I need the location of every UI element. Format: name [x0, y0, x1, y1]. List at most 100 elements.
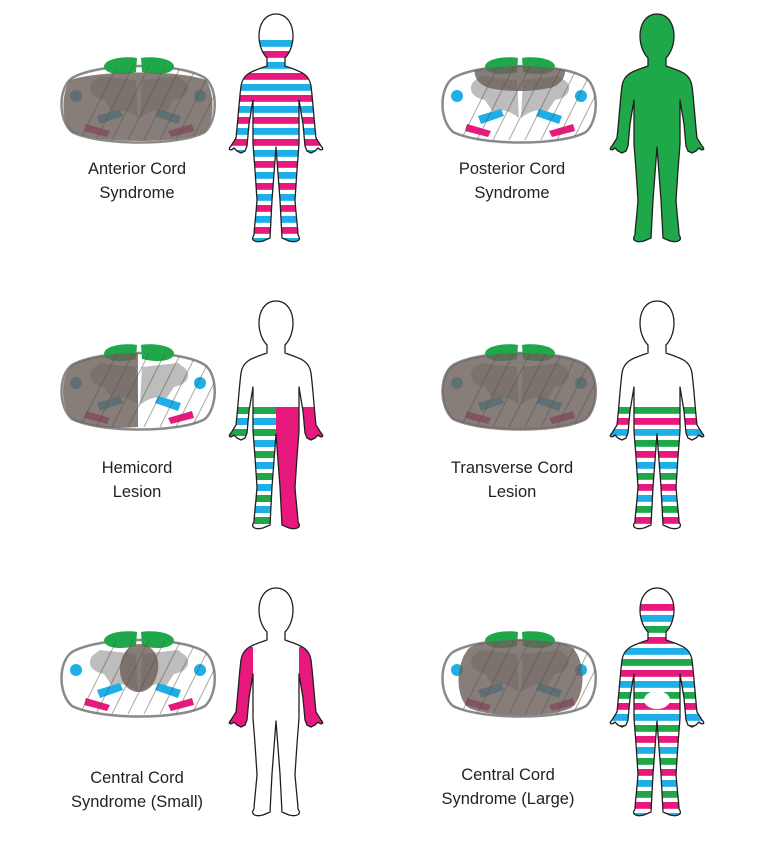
left-arm-deficit — [229, 644, 253, 734]
label-line-2: Syndrome (Small) — [70, 793, 204, 811]
body-outline — [609, 13, 705, 243]
lesion-hatch — [127, 353, 169, 428]
sensory-stripe — [229, 117, 323, 124]
body-outline — [609, 587, 705, 817]
sensory-stripe — [610, 626, 704, 633]
right-arm-deficit — [299, 644, 323, 734]
sensory-stripe — [610, 780, 704, 787]
body-deficit-fill — [610, 407, 704, 529]
lesion-hatch — [508, 640, 550, 715]
central-cord-large-label: Central Cord Syndrome (Large) — [408, 763, 608, 811]
cord-cross-section — [60, 631, 216, 718]
lesion-hatch — [95, 640, 137, 715]
sensory-stripe — [610, 813, 704, 816]
lesion-hatch — [540, 66, 582, 141]
posterior-cord-label: Posterior Cord Syndrome — [412, 157, 612, 205]
lesion-hatch — [492, 353, 534, 428]
sensory-stripe — [229, 238, 323, 242]
sensory-stripe — [229, 95, 323, 102]
sensory-stripe — [610, 407, 704, 414]
body-deficit-fill — [229, 40, 323, 242]
gray-matter-right — [140, 363, 189, 405]
sensory-stripe — [610, 495, 704, 502]
sensory-stripe — [610, 758, 704, 765]
label-line-1: Central Cord — [90, 769, 184, 787]
lesion-hatch — [191, 66, 215, 141]
lesion-fill — [458, 640, 583, 716]
lesion-hatch — [79, 66, 121, 141]
lesion-hatch — [524, 66, 566, 141]
label-line-2: Lesion — [487, 483, 537, 501]
lesion-hatch — [460, 640, 502, 715]
spinothalamic-left — [97, 683, 123, 698]
lesion-hatch — [79, 640, 121, 715]
sensory-stripe — [229, 183, 323, 190]
lesion-hatch — [143, 640, 185, 715]
dorsal-column-left — [104, 631, 137, 648]
sensory-stripe — [229, 418, 276, 425]
body-figure — [228, 587, 324, 817]
cord-cross-section — [441, 344, 597, 431]
lesion-hatch — [492, 66, 534, 141]
sensory-stripe — [610, 659, 704, 666]
lesion-hatch — [524, 640, 566, 715]
label-line-1: Central Cord — [461, 766, 555, 784]
cord-cross-section — [60, 344, 216, 431]
lateral-tract-left — [70, 664, 82, 676]
lesion-hatch — [111, 640, 153, 715]
panel-transverse-cord-lesion: Transverse Cord Lesion — [381, 287, 762, 574]
lesion-hatch — [572, 353, 596, 428]
lesion-hatch — [111, 353, 153, 428]
sensory-stripe — [610, 517, 704, 524]
spared-region — [644, 691, 670, 709]
body-figure — [609, 587, 705, 817]
corticospinal-left — [84, 698, 110, 711]
lesion-area — [458, 640, 596, 716]
lesion-hatch — [540, 640, 582, 715]
lesion-hatch — [476, 353, 518, 428]
sensory-stripe — [229, 62, 323, 69]
lesion-hatch — [524, 353, 566, 428]
sensory-stripe — [610, 528, 704, 529]
sensory-stripe — [229, 194, 323, 201]
sensory-stripe — [610, 670, 704, 677]
sensory-stripe — [229, 440, 276, 447]
sensory-stripe — [229, 227, 323, 234]
dorsal-column-right — [141, 631, 174, 648]
anterior-cord-section — [60, 13, 324, 243]
sensory-stripe — [229, 205, 323, 212]
cord-cross-section — [441, 631, 597, 718]
hemicord-section — [60, 300, 324, 530]
body-outline — [228, 13, 324, 243]
lesion-hatch — [572, 66, 596, 141]
panel-posterior-cord-syndrome: Posterior Cord Syndrome — [381, 0, 762, 287]
body-outline — [228, 300, 324, 530]
body-outline — [228, 587, 324, 817]
sensory-stripe — [610, 714, 704, 721]
lesion-hatch — [508, 353, 550, 428]
lesion-hatch — [191, 640, 215, 715]
cord-cross-section — [60, 57, 216, 144]
label-line-1: Hemicord — [101, 459, 173, 477]
sensory-stripe — [610, 484, 704, 491]
spinothalamic-right — [155, 683, 181, 698]
body-deficit-fill — [610, 604, 704, 816]
sensory-stripe — [229, 528, 276, 529]
sensory-stripe — [229, 51, 323, 58]
lesion-area — [63, 353, 215, 428]
sensory-stripe — [229, 407, 276, 414]
body-deficit-fill — [229, 407, 323, 529]
spinothalamic-left — [478, 109, 504, 124]
posterior-cord-section — [441, 13, 705, 243]
lesion-hatch — [95, 66, 137, 141]
transverse-cord-label: Transverse Cord Lesion — [412, 456, 612, 504]
sensory-stripe — [610, 429, 704, 436]
sensory-stripe — [229, 106, 323, 113]
sensory-stripe — [229, 517, 276, 524]
cord-cross-section — [441, 57, 597, 144]
body-fill-green — [610, 14, 704, 242]
sensory-stripe — [610, 604, 704, 611]
sensory-stripe — [610, 473, 704, 480]
label-line-2: Syndrome — [474, 184, 550, 202]
